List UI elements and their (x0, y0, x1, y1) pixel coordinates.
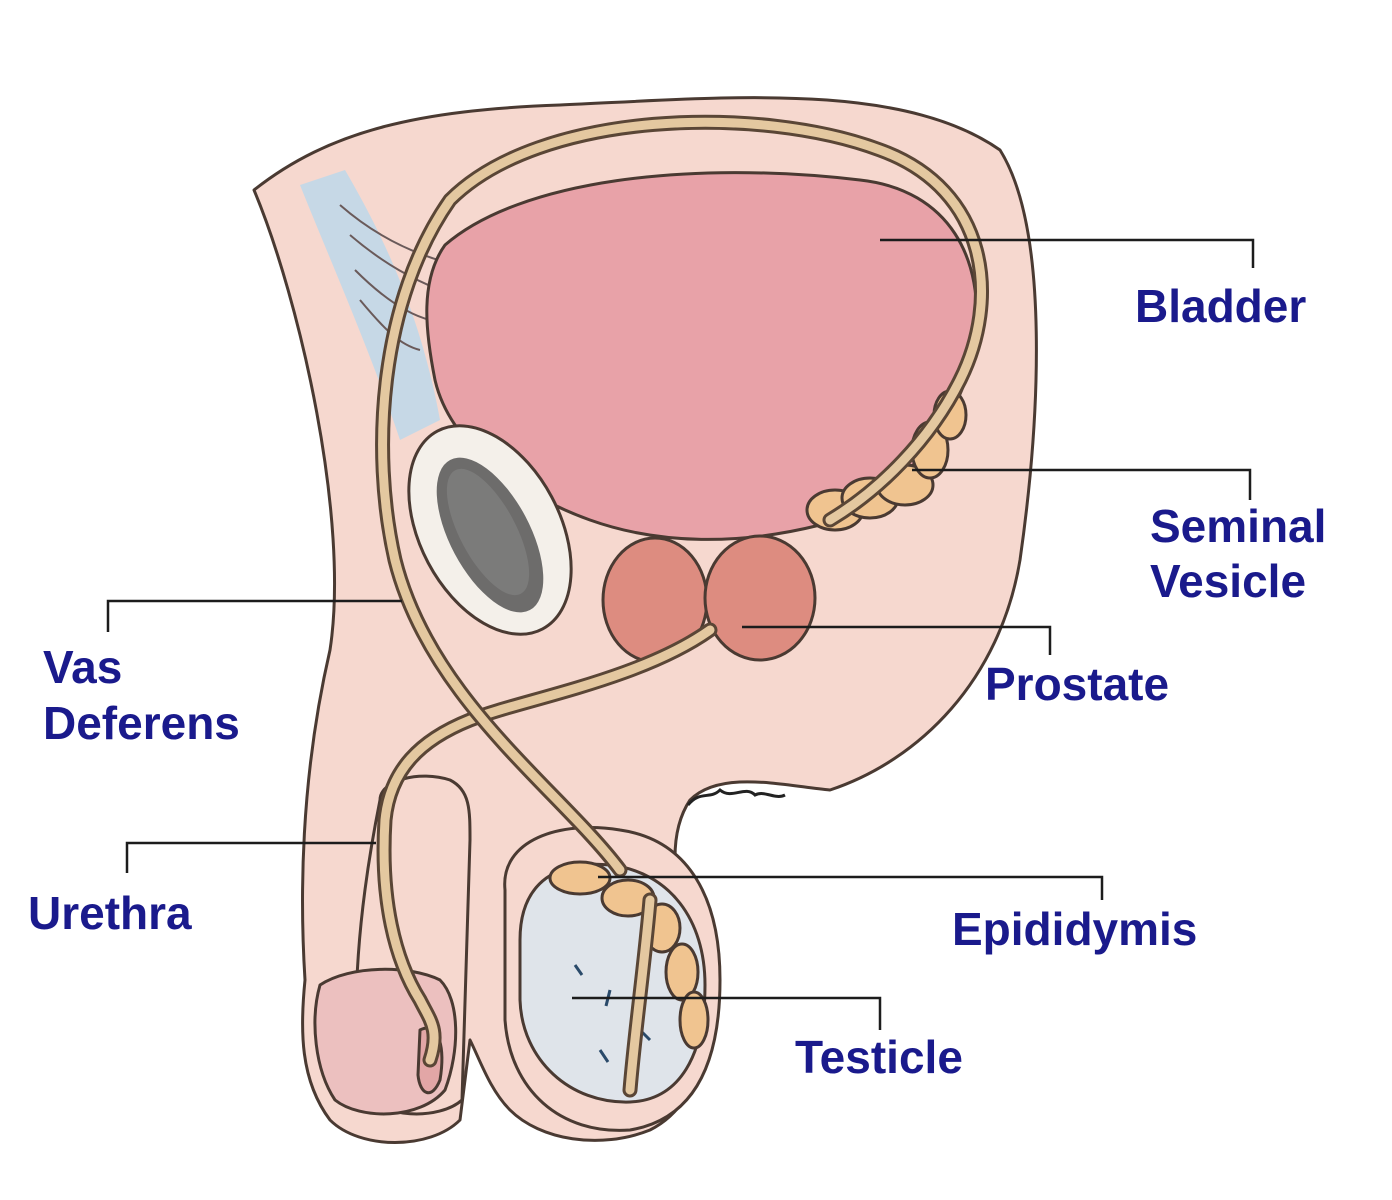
label-vas-deferens-line1: Vas (43, 641, 122, 693)
label-seminal-vesicle-line1: Seminal (1150, 500, 1326, 552)
seminal-vesicle-leader (912, 468, 1252, 500)
prostate-leader (742, 625, 1052, 655)
label-epididymis: Epididymis (952, 903, 1197, 955)
label-seminal-vesicle-line2: Vesicle (1150, 555, 1306, 607)
pubic-hair (686, 787, 786, 807)
bladder-leader (880, 238, 1255, 268)
testicle-leader (572, 996, 882, 1030)
leader-lines (106, 238, 1255, 1030)
urethra-leader (125, 841, 376, 873)
label-prostate: Prostate (985, 658, 1169, 710)
prostate-right-lobe (703, 534, 817, 662)
label-urethra: Urethra (28, 887, 192, 939)
vas-deferens-duct (378, 117, 986, 875)
urethra-duct (379, 625, 715, 1065)
label-vas-deferens-line2: Deferens (43, 697, 240, 749)
label-bladder: Bladder (1135, 280, 1306, 332)
vas-deferens-leader (106, 599, 402, 632)
label-testicle: Testicle (795, 1031, 963, 1083)
pubic-ligament (300, 170, 440, 440)
vas-deferens-testis-segment (625, 895, 655, 1095)
epididymis-leader (598, 875, 1104, 900)
bone-marrow-texture (446, 468, 530, 596)
